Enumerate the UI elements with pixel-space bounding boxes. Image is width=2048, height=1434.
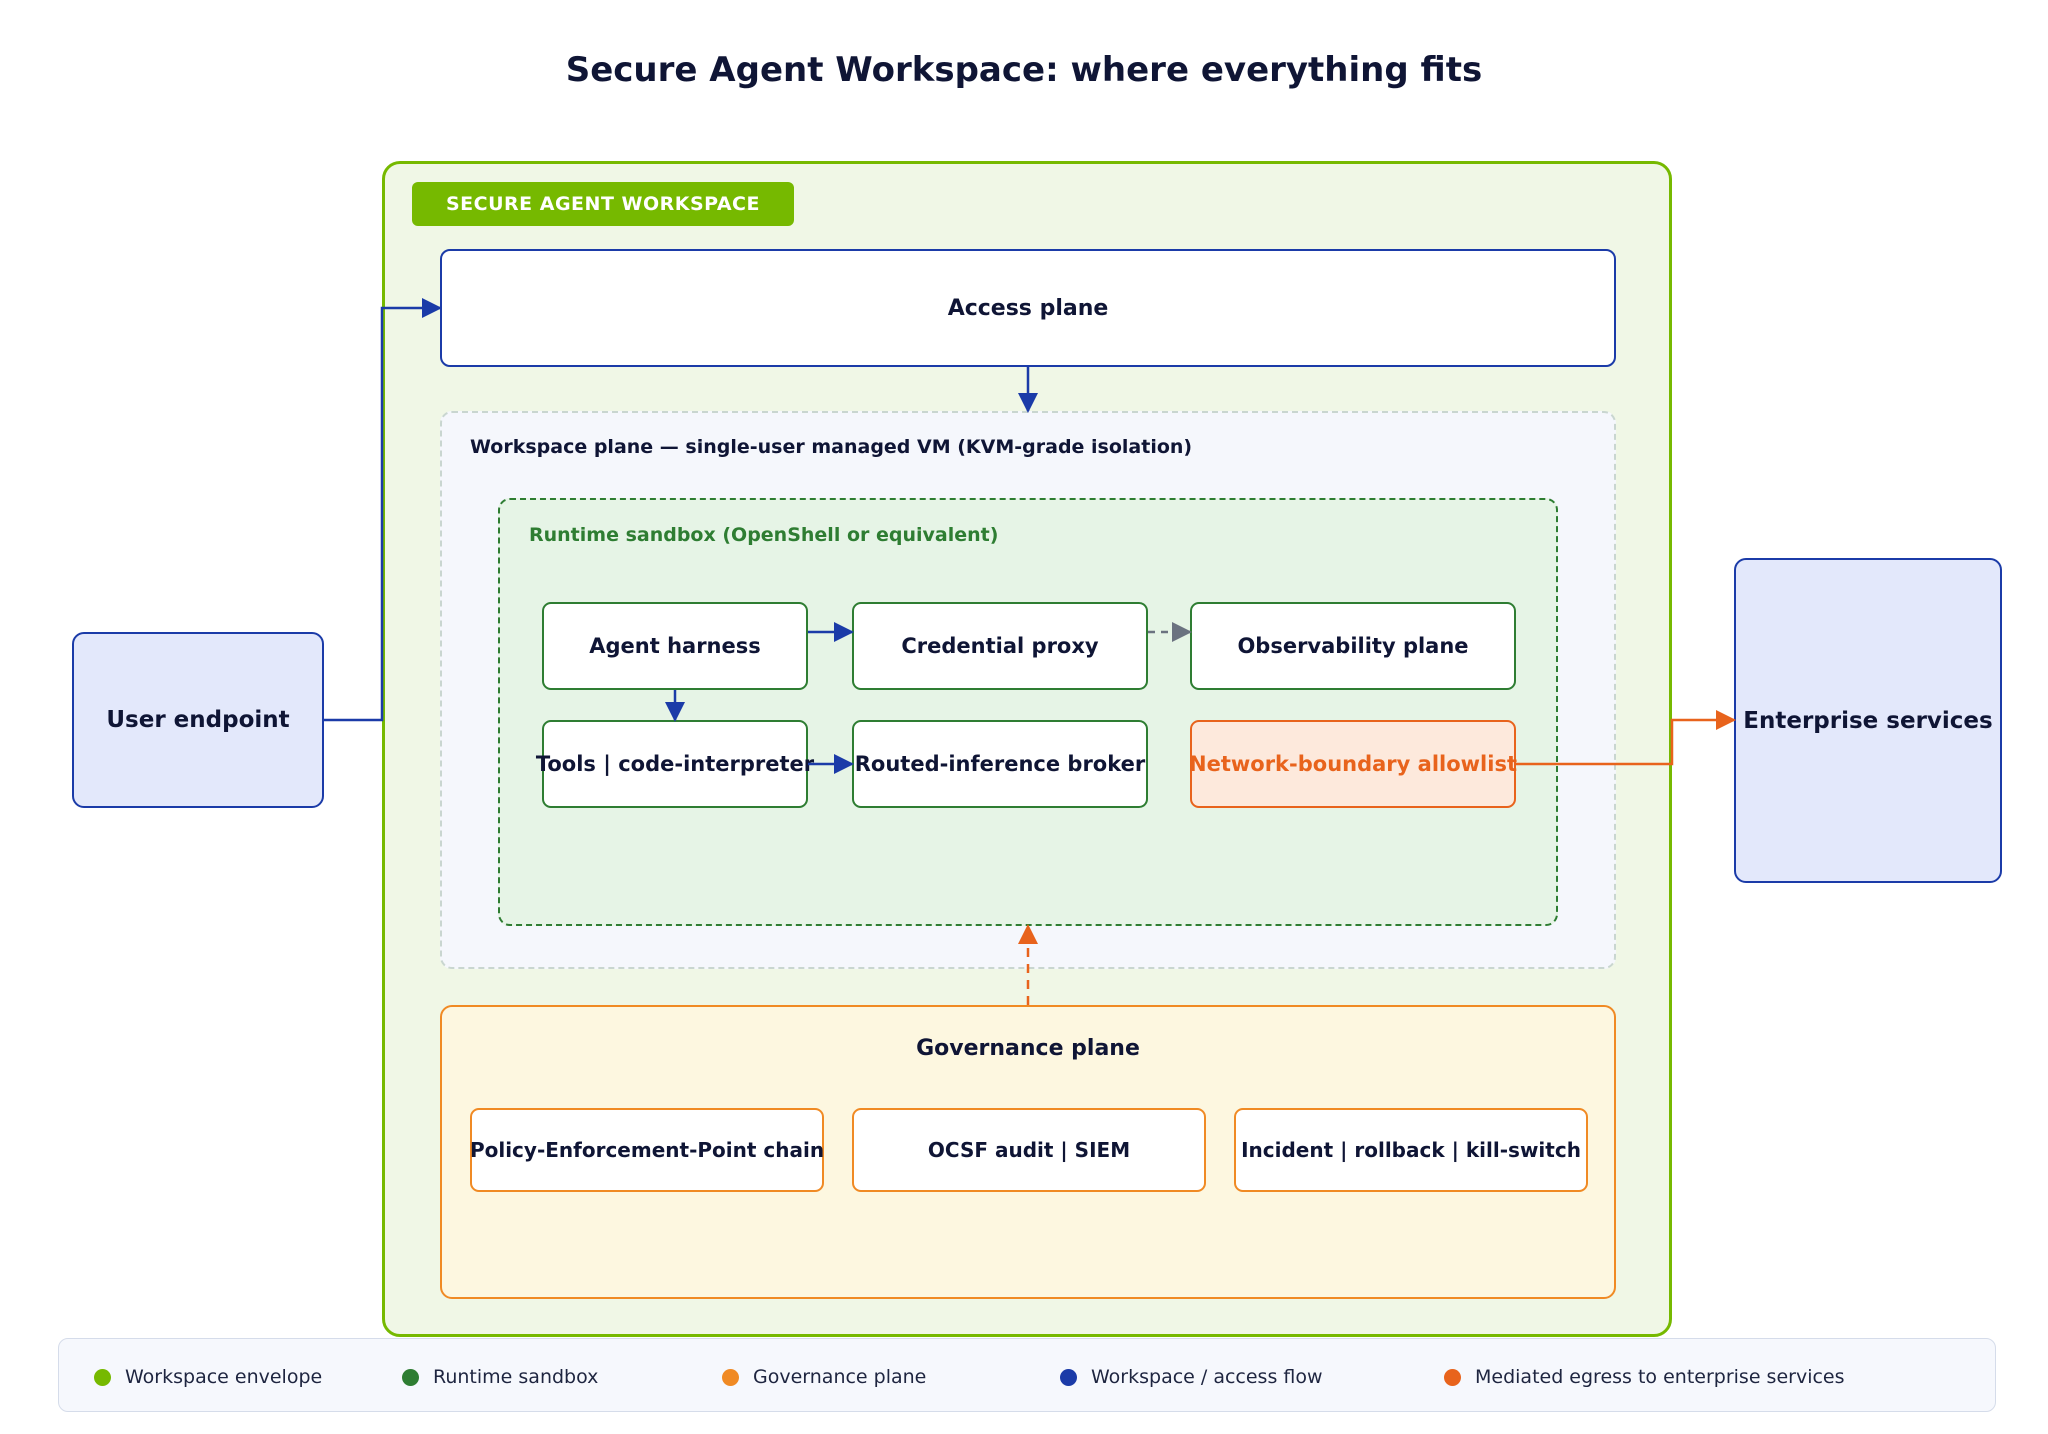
diagram-title: Secure Agent Workspace: where everything… <box>565 50 1483 90</box>
enterprise-services[interactable]: Enterprise services <box>1734 558 2002 883</box>
network-boundary-allowlist-node[interactable]: Network-boundary allowlist <box>1189 720 1517 808</box>
legend-item-workspace-envelope: Workspace envelope <box>94 1366 322 1388</box>
legend-item-access-flow: Workspace / access flow <box>1060 1366 1323 1388</box>
legend-label: Runtime sandbox <box>433 1366 599 1388</box>
legend-dot-icon <box>1060 1368 1077 1386</box>
legend-item-mediated-egress: Mediated egress to enterprise services <box>1444 1366 1845 1388</box>
legend-label: Workspace / access flow <box>1091 1366 1323 1388</box>
legend <box>58 1338 1996 1412</box>
legend-label: Mediated egress to enterprise services <box>1475 1366 1845 1388</box>
ocsf-audit-siem[interactable]: OCSF audit | SIEM <box>852 1108 1206 1192</box>
incident-rollback-kill-switch[interactable]: Incident | rollback | kill-switch <box>1234 1108 1588 1192</box>
legend-dot-icon <box>94 1368 111 1386</box>
legend-dot-icon <box>722 1368 739 1386</box>
runtime-sandbox-label: Runtime sandbox (OpenShell or equivalent… <box>529 524 999 546</box>
governance-plane-label: Governance plane <box>916 1036 1140 1061</box>
workspace-plane-label: Workspace plane — single-user managed VM… <box>470 436 1193 458</box>
agent-harness-node[interactable]: Agent harness <box>542 602 808 690</box>
credential-proxy-node[interactable]: Credential proxy <box>852 602 1148 690</box>
runtime-sandbox <box>498 498 1558 926</box>
workspace-badge: SECURE AGENT WORKSPACE <box>412 182 794 226</box>
user-endpoint[interactable]: User endpoint <box>72 632 324 808</box>
legend-label: Workspace envelope <box>125 1366 323 1388</box>
observability-plane-node[interactable]: Observability plane <box>1190 602 1516 690</box>
legend-item-runtime-sandbox: Runtime sandbox <box>402 1366 598 1388</box>
tools-code-interpreter-node[interactable]: Tools | code-interpreter <box>536 720 814 808</box>
legend-label: Governance plane <box>753 1366 927 1388</box>
policy-enforcement-point-chain[interactable]: Policy-Enforcement-Point chain <box>470 1108 824 1192</box>
legend-item-governance-plane: Governance plane <box>722 1366 926 1388</box>
access-plane[interactable]: Access plane <box>440 249 1616 367</box>
legend-dot-icon <box>402 1368 419 1386</box>
routed-inference-broker-node[interactable]: Routed-inference broker <box>852 720 1148 808</box>
legend-dot-icon <box>1444 1368 1461 1386</box>
